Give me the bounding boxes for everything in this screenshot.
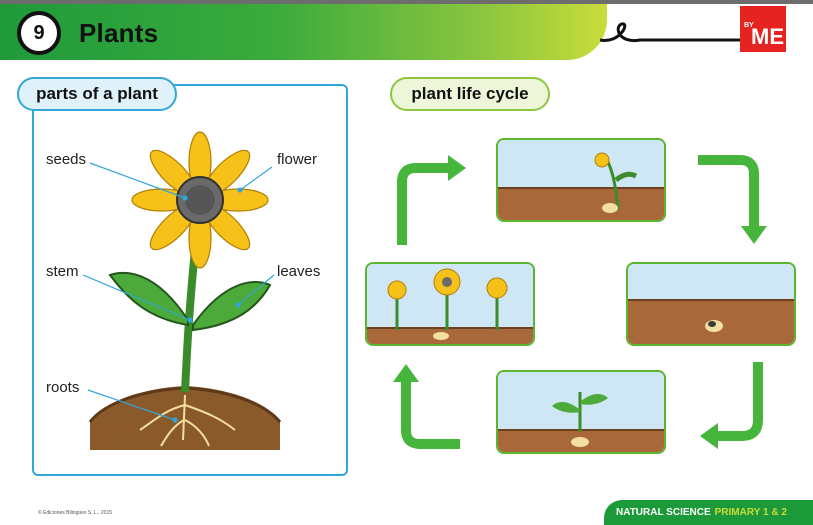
header-banner (0, 4, 607, 60)
chapter-number: 9 (17, 11, 61, 55)
stage-seed-in-soil (626, 262, 796, 346)
copyright-text: © Ediciones Bilingües S. L., 2015 (38, 510, 113, 516)
stem (181, 249, 199, 393)
footer-series-band: NATURAL SCIENCE PRIMARY 1 & 2 (604, 500, 813, 525)
page-title: Plants (79, 18, 159, 48)
stage-wilted-flower (496, 138, 666, 222)
series-level: PRIMARY 1 & 2 (714, 507, 787, 518)
top-border (0, 0, 813, 4)
stage-flowering-plants (365, 262, 535, 346)
publisher-logo: BY ME (740, 6, 786, 52)
decorative-swirl-line (600, 22, 740, 43)
series-name: NATURAL SCIENCE (616, 507, 711, 518)
parts-panel (32, 84, 348, 476)
label-seeds: seeds (46, 151, 87, 168)
stage-seedling (496, 370, 666, 454)
label-flower: flower (277, 151, 318, 168)
label-stem: stem (46, 263, 79, 280)
sunflower-illustration (88, 131, 282, 450)
section-title-parts: parts of a plant (17, 77, 177, 111)
label-leaves: leaves (277, 263, 321, 280)
label-roots: roots (46, 379, 80, 396)
section-title-cycle: plant life cycle (390, 77, 550, 111)
